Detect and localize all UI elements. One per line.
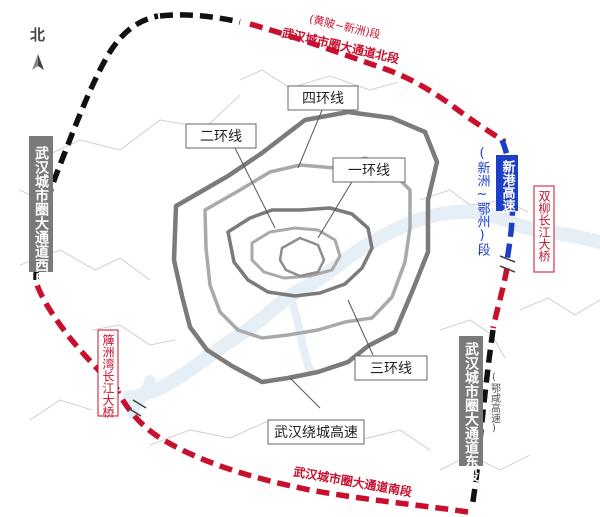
svg-text:武汉城市圈大通道西段: 武汉城市圈大通道西段 [33,145,49,287]
bridge-icon [499,255,516,273]
north-section-label: (黄陂~新洲)段 武汉城市圈大通道北段 [280,12,401,67]
west-section-dash [33,13,159,281]
north-arrow-icon [32,54,44,70]
second-ring-line [250,226,342,280]
north-section-dash [249,21,507,145]
first-ring-line [278,236,326,278]
north-west-dash [159,12,241,25]
qizhouwan-bridge-label: 簰洲湾长江大桥 [97,329,119,419]
fourth-ring-label: 四环线 [287,85,359,111]
svg-text:武汉城市圈大通道东段: 武汉城市圈大通道东段 [463,341,479,483]
ring-expressway-line [171,109,440,385]
third-ring-line [226,206,374,298]
svg-text:三环线: 三环线 [370,361,412,377]
svg-text:武汉城市圈大通道南段: 武汉城市圈大通道南段 [292,464,414,500]
xingang-label: 新港高速 (新洲~鄂州)段 [475,146,518,256]
svg-text:簰洲湾长江大桥: 簰洲湾长江大桥 [101,334,115,419]
first-ring-label: 一环线 [332,157,406,183]
svg-text:新港高速: 新港高速 [500,159,516,213]
shuangliu-bridge-label: 双柳长江大桥 [533,185,555,273]
fourth-ring-line [203,156,412,340]
svg-text:武汉绕城高速: 武汉绕城高速 [274,424,358,441]
south-section-label: 武汉城市圈大通道南段 [292,464,414,500]
south-section-dash [115,390,469,515]
west-section-label: 武汉城市圈大通道西段 [29,136,53,287]
svg-text:一环线: 一环线 [348,163,390,179]
east-upper-dash [490,267,510,329]
ring-roads [171,109,440,385]
river [121,204,600,419]
svg-text:(鄂咸高速): (鄂咸高速) [489,372,501,434]
ring-expressway-label: 武汉绕城高速 [267,419,365,445]
svg-text:(新洲~鄂州)段: (新洲~鄂州)段 [475,146,491,256]
second-ring-label: 二环线 [185,123,257,149]
svg-text:二环线: 二环线 [200,129,242,145]
third-ring-label: 三环线 [354,355,428,381]
east-section-label: 武汉城市圈大通道东段 (鄂咸高速) [459,336,501,483]
bridge-icon [127,399,147,417]
svg-text:四环线: 四环线 [302,91,344,107]
leader-lines [234,102,374,409]
svg-text:双柳长江大桥: 双柳长江大桥 [537,190,551,263]
north-label: 北 [30,26,45,44]
